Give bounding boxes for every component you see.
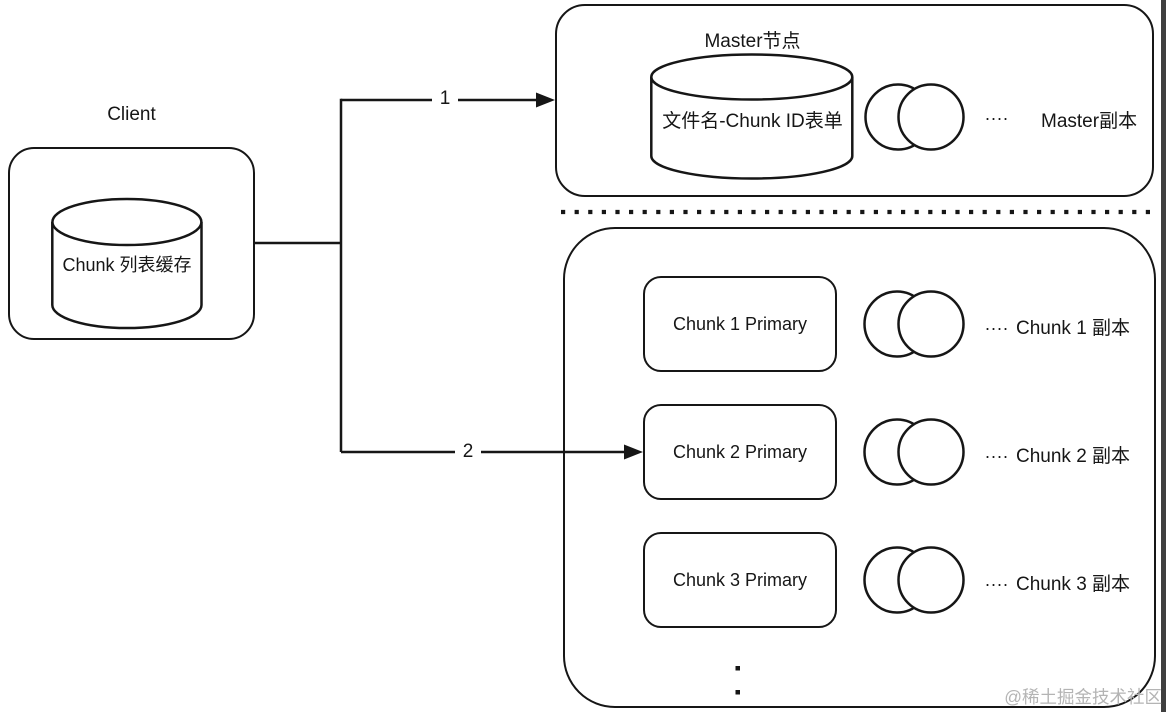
more-rows-dots-icon: [735, 666, 740, 695]
chunk3-replica-circles-icon: [863, 546, 965, 614]
chunk1-ellipsis: ....: [984, 314, 1009, 334]
arrow-step1-label: 1: [432, 88, 458, 110]
master-title: Master节点: [704, 31, 801, 52]
chunk1-replica-circles-icon: [863, 290, 965, 358]
master-replica-label: Master副本: [1041, 111, 1138, 132]
master-table-cylinder-icon: [650, 53, 854, 180]
chunk-zone-box: [563, 227, 1156, 708]
chunk1-primary-box: Chunk 1 Primary: [643, 276, 837, 372]
chunk2-ellipsis: ....: [984, 442, 1009, 462]
chunk1-replica-label: Chunk 1 副本: [1016, 318, 1131, 339]
chunk2-primary-label: Chunk 2 Primary: [672, 441, 808, 462]
right-edge-strip: [1161, 0, 1166, 712]
chunk2-replica-label: Chunk 2 副本: [1016, 446, 1131, 467]
client-box: [8, 147, 255, 340]
master-replica-circles-icon: [864, 83, 965, 151]
client-title: Client: [107, 104, 156, 125]
master-ellipsis: ....: [984, 104, 1009, 124]
chunk1-primary-label: Chunk 1 Primary: [672, 313, 808, 334]
arrow-to-master-head-icon: [536, 92, 555, 108]
chunk2-primary-box: Chunk 2 Primary: [643, 404, 837, 500]
master-table-label: 文件名-Chunk ID表单: [662, 111, 843, 132]
chunk2-replica-circles-icon: [863, 418, 965, 486]
watermark: @稀土掘金技术社区: [1004, 687, 1162, 707]
master-box: [555, 4, 1154, 197]
chunk3-replica-label: Chunk 3 副本: [1016, 574, 1131, 595]
arrow-to-chunk2-head-icon: [624, 444, 643, 460]
chunk3-primary-box: Chunk 3 Primary: [643, 532, 837, 628]
chunk3-ellipsis: ....: [984, 570, 1009, 590]
client-cache-label: Chunk 列表缓存: [62, 255, 192, 275]
arrow-step2-label: 2: [455, 441, 481, 463]
client-cache-cylinder-icon: [51, 197, 203, 330]
chunk3-primary-label: Chunk 3 Primary: [672, 569, 808, 590]
